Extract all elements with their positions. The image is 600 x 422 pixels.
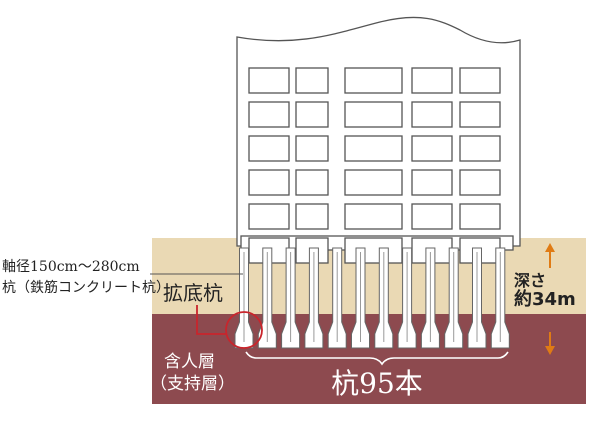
window bbox=[459, 101, 501, 128]
window bbox=[248, 67, 290, 94]
depth-label: 深さ bbox=[514, 271, 546, 290]
depth-arrow-down bbox=[545, 332, 555, 355]
window bbox=[295, 101, 329, 128]
window bbox=[344, 237, 403, 264]
depth-arrow-up bbox=[545, 243, 555, 268]
window bbox=[411, 169, 453, 196]
enlarged-base-label: 拡底杭 bbox=[163, 281, 223, 305]
window bbox=[248, 169, 290, 196]
window bbox=[459, 135, 501, 162]
piles bbox=[234, 247, 510, 349]
building bbox=[236, 16, 521, 264]
window bbox=[411, 101, 453, 128]
window bbox=[248, 203, 290, 230]
window bbox=[459, 203, 501, 230]
bearing-layer-label-line1: 含人層 bbox=[164, 352, 215, 372]
bearing-layer-label-line2: （支持層） bbox=[150, 374, 235, 394]
window bbox=[411, 135, 453, 162]
window bbox=[344, 169, 403, 196]
window bbox=[295, 169, 329, 196]
window bbox=[411, 203, 453, 230]
window bbox=[344, 135, 403, 162]
pile-group-bracket bbox=[245, 351, 509, 366]
window bbox=[344, 203, 403, 230]
enlarged-base-leader bbox=[196, 305, 226, 335]
pile-type-label: 杭（鉄筋コンクリート杭） bbox=[2, 279, 170, 296]
pile-count-label: 杭95本 bbox=[331, 367, 423, 400]
window bbox=[344, 67, 403, 94]
window bbox=[459, 169, 501, 196]
pile-diameter-label: 軸径150cm～280cm bbox=[2, 259, 140, 275]
depth-value: 約34m bbox=[514, 288, 576, 310]
enlarged-base-highlight bbox=[225, 311, 263, 349]
window bbox=[248, 135, 290, 162]
window bbox=[411, 67, 453, 94]
window bbox=[295, 135, 329, 162]
window bbox=[295, 67, 329, 94]
window bbox=[248, 101, 290, 128]
window bbox=[295, 203, 329, 230]
window bbox=[344, 101, 403, 128]
window bbox=[459, 67, 501, 94]
